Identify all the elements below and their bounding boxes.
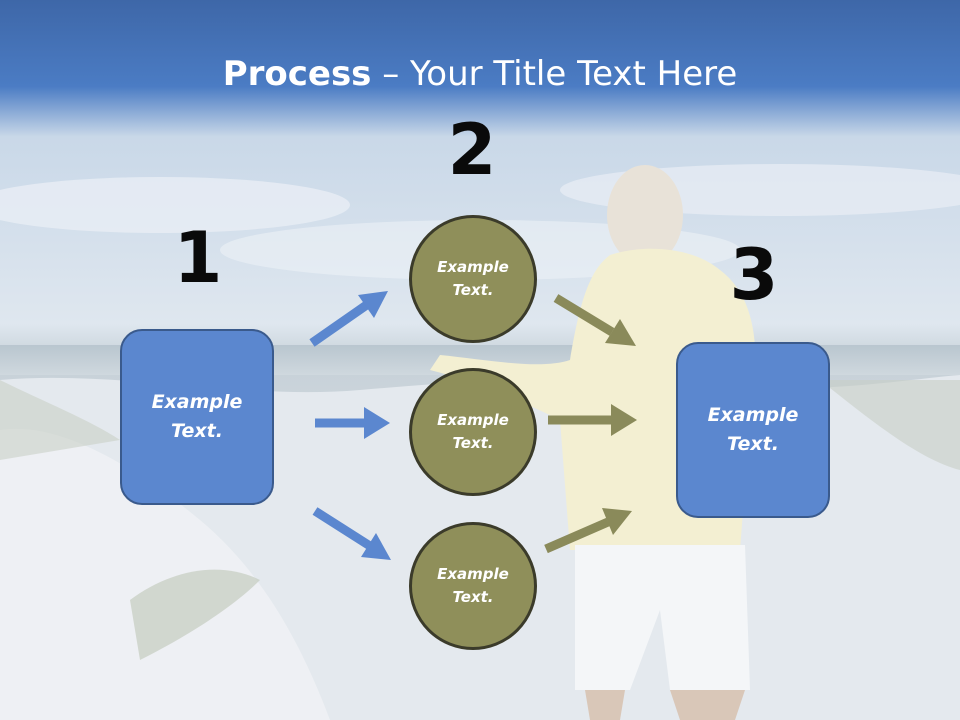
step-3-text-line2: Text. <box>727 433 779 455</box>
arrow-top-to-3 <box>553 294 636 346</box>
circle-middle-line1: Example <box>437 411 509 429</box>
step-2-circle-bottom: Example Text. <box>409 522 537 650</box>
step-1-text-line2: Text. <box>171 420 223 442</box>
step-2-circle-middle: Example Text. <box>409 368 537 496</box>
step-3-box: Example Text. <box>676 342 830 518</box>
step-1-text-line1: Example <box>151 391 243 413</box>
slide-title: Process – Your Title Text Here <box>0 52 960 96</box>
step-number-2: 2 <box>447 109 497 191</box>
step-number-3: 3 <box>729 234 779 316</box>
circle-middle-line2: Text. <box>452 434 494 452</box>
step-2-circle-top: Example Text. <box>409 215 537 343</box>
title-bold: Process <box>222 54 372 94</box>
arrow-1-to-middle <box>315 407 390 439</box>
step-number-1: 1 <box>173 217 223 299</box>
step-1-box: Example Text. <box>120 329 274 505</box>
arrow-1-to-bottom <box>312 507 391 560</box>
title-rest: – Your Title Text Here <box>371 54 738 94</box>
circle-bottom-line2: Text. <box>452 588 494 606</box>
circle-bottom-line1: Example <box>437 565 509 583</box>
arrow-bottom-to-3 <box>544 508 632 554</box>
circle-top-line2: Text. <box>452 281 494 299</box>
arrow-middle-to-3 <box>548 404 637 436</box>
step-3-text-line1: Example <box>707 404 799 426</box>
arrow-1-to-top <box>309 291 388 347</box>
circle-top-line1: Example <box>437 258 509 276</box>
